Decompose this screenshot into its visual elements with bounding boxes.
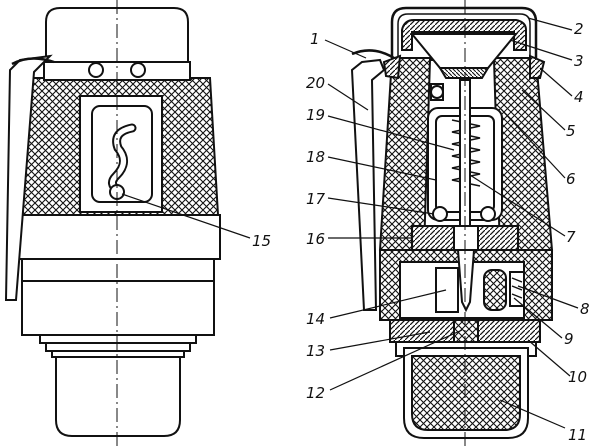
callout-4: 4 <box>574 88 584 106</box>
callout-15: 15 <box>252 232 271 250</box>
callout-14: 14 <box>306 310 325 328</box>
callout-10: 10 <box>568 368 587 386</box>
callout-3: 3 <box>574 52 584 70</box>
callout-16: 16 <box>306 230 325 248</box>
external-view <box>4 7 221 437</box>
sectional-view <box>350 6 554 439</box>
callout-13: 13 <box>306 342 325 360</box>
callout-20: 20 <box>306 74 325 92</box>
callout-9: 9 <box>564 330 574 348</box>
callout-7: 7 <box>566 228 576 246</box>
callout-5: 5 <box>566 122 576 140</box>
cap-2 <box>390 6 538 58</box>
safety-lever-20 <box>350 58 386 311</box>
callout-11: 11 <box>568 426 587 444</box>
callout-18: 18 <box>306 148 325 166</box>
safety-lever <box>4 54 53 301</box>
callout-8: 8 <box>580 300 590 318</box>
callout-12: 12 <box>306 384 325 402</box>
callout-2: 2 <box>574 20 584 38</box>
leader-lines <box>121 17 579 429</box>
callout-17: 17 <box>306 190 326 208</box>
callouts: 1 2 3 4 5 6 7 8 9 10 11 12 13 14 15 16 1… <box>252 20 590 444</box>
callout-1: 1 <box>310 30 320 48</box>
callout-19: 19 <box>306 106 325 124</box>
callout-6: 6 <box>566 170 576 188</box>
